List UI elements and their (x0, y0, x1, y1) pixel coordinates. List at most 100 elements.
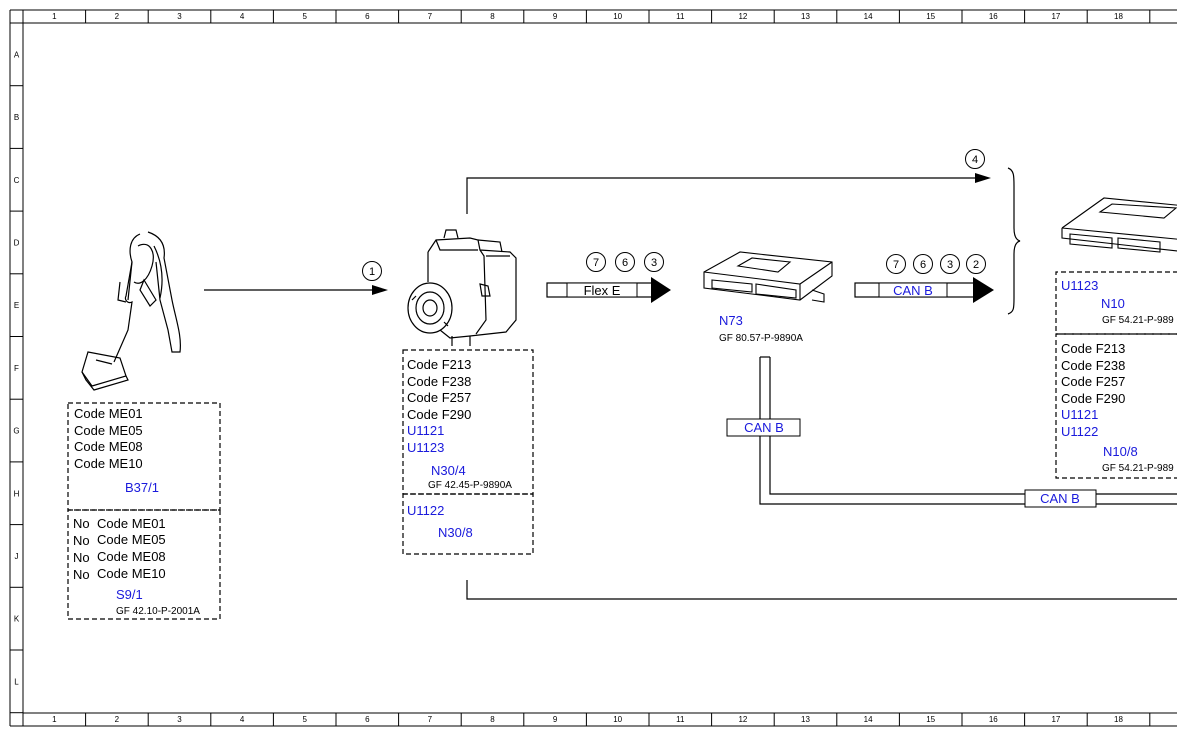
bus-label-can-b-vert: CAN B (744, 420, 784, 435)
fault-link-n10-8-u1122[interactable]: U1122 (1061, 424, 1098, 439)
svg-text:3: 3 (947, 259, 953, 271)
fault-link-u1121[interactable]: U1121 (407, 423, 444, 438)
drawing-frame (9, 9, 1177, 727)
ruler-column-label: 3 (177, 12, 182, 21)
svg-text:6: 6 (622, 257, 628, 269)
arrowhead-1 (372, 285, 388, 295)
control-module-icon (1061, 197, 1177, 253)
n10-8-code-3: Code F257 (1061, 374, 1125, 389)
abs-code-2: Code F238 (407, 374, 471, 389)
fault-link-n10-8-u1121[interactable]: U1121 (1061, 407, 1098, 422)
ruler-column-label: 8 (490, 12, 495, 21)
no-prefix-1: No (73, 516, 90, 531)
ruler-row-label: D (14, 238, 20, 247)
doc-link-n10-8[interactable]: GF 54.21-P-989 (1102, 463, 1174, 474)
ruler-column-label: 18 (1114, 715, 1123, 724)
switch-code-2: Code ME05 (97, 532, 166, 547)
ruler-row-label: E (14, 301, 19, 310)
pedal-code-4: Code ME10 (74, 456, 143, 471)
ruler-row-label: J (15, 552, 19, 561)
ruler-row-label: F (14, 364, 19, 373)
ruler-column-label: 7 (428, 715, 433, 724)
component-link-n10-8[interactable]: N10/8 (1103, 444, 1138, 459)
doc-link-gf-42-10[interactable]: GF 42.10-P-2001A (116, 606, 200, 617)
bus-label-can-b-bottom: CAN B (1040, 491, 1080, 506)
no-prefix-2: No (73, 533, 90, 548)
component-link-n73[interactable]: N73 (719, 313, 743, 328)
arrowhead-4 (975, 173, 991, 183)
doc-link-gf-42-45[interactable]: GF 42.45-P-9890A (428, 480, 512, 491)
b37-1-box (67, 402, 221, 511)
svg-text:3: 3 (651, 257, 657, 269)
ruler-row-label: B (14, 113, 19, 122)
flex-callouts: 7 6 3 (586, 252, 664, 272)
ruler-column-label: 13 (801, 715, 810, 724)
no-prefix-4: No (73, 567, 90, 582)
ruler-column-label: 12 (738, 12, 747, 21)
switch-code-3: Code ME08 (97, 549, 166, 564)
doc-link-gf-80-57[interactable]: GF 80.57-P-9890A (719, 333, 803, 344)
ruler-column-label: 9 (553, 715, 558, 724)
ruler-column-label: 13 (801, 12, 810, 21)
ruler-column-label: 14 (864, 715, 873, 724)
ruler-row-label: K (14, 615, 20, 624)
n10-8-box (1055, 333, 1177, 479)
fault-link-u1123[interactable]: U1123 (407, 440, 444, 455)
doc-link-n10[interactable]: GF 54.21-P-989 (1102, 315, 1174, 326)
bus-label-flex-e: Flex E (584, 283, 621, 298)
ruler-column-label: 2 (115, 715, 120, 724)
ruler-column-label: 15 (926, 12, 935, 21)
ruler-column-label: 12 (738, 715, 747, 724)
ruler-row-label: A (14, 50, 20, 59)
return-line-bottom (466, 580, 1177, 600)
n10-8-code-4: Code F290 (1061, 391, 1125, 406)
abs-code-4: Code F290 (407, 407, 471, 422)
fault-link-u1122[interactable]: U1122 (407, 503, 444, 518)
fault-link-n10-u1123[interactable]: U1123 (1061, 278, 1098, 293)
component-link-b37-1[interactable]: B37/1 (125, 480, 159, 495)
can-b-bottom-label-box (1024, 489, 1097, 508)
ruler-row-label: G (13, 427, 19, 436)
ruler-column-label: 1 (52, 12, 57, 21)
svg-text:1: 1 (369, 266, 375, 278)
ruler-column-label: 10 (613, 12, 622, 21)
ruler-column-label: 18 (1114, 12, 1123, 21)
ruler-column-label: 5 (302, 12, 307, 21)
ruler-column-label: 10 (613, 715, 622, 724)
ruler-column-label: 16 (989, 715, 998, 724)
ruler-row-label: H (14, 489, 20, 498)
group-bracket (1007, 167, 1021, 315)
n10-8-code-2: Code F238 (1061, 358, 1125, 373)
switch-code-1: Code ME01 (97, 516, 166, 531)
ruler-column-label: 9 (553, 12, 558, 21)
brake-pedal-icon (81, 231, 181, 391)
can-b-callouts: 7 6 3 2 (886, 254, 986, 274)
ruler-column-label: 17 (1051, 12, 1060, 21)
abs-code-3: Code F257 (407, 390, 471, 405)
ruler-column-label: 15 (926, 715, 935, 724)
svg-text:7: 7 (893, 259, 899, 271)
component-link-s9-1[interactable]: S9/1 (116, 587, 143, 602)
component-link-n30-8[interactable]: N30/8 (438, 525, 473, 540)
ruler-column-label: 3 (177, 715, 182, 724)
callout-4: 4 (965, 149, 985, 169)
pedal-code-2: Code ME05 (74, 423, 143, 438)
signal-line-4 (466, 177, 983, 214)
s9-1-box (67, 509, 221, 620)
callout-1: 1 (362, 261, 382, 281)
n10-8-code-1: Code F213 (1061, 341, 1125, 356)
ruler-column-label: 2 (115, 12, 120, 21)
svg-text:7: 7 (593, 257, 599, 269)
ruler-column-label: 4 (240, 12, 245, 21)
component-link-n30-4[interactable]: N30/4 (431, 463, 466, 478)
ruler-column-label: 6 (365, 715, 370, 724)
can-b-vert-label-box (726, 418, 801, 437)
switch-code-4: Code ME10 (97, 566, 166, 581)
abs-code-1: Code F213 (407, 357, 471, 372)
svg-text:6: 6 (920, 259, 926, 271)
component-link-n10[interactable]: N10 (1101, 296, 1125, 311)
ruler-column-label: 4 (240, 715, 245, 724)
